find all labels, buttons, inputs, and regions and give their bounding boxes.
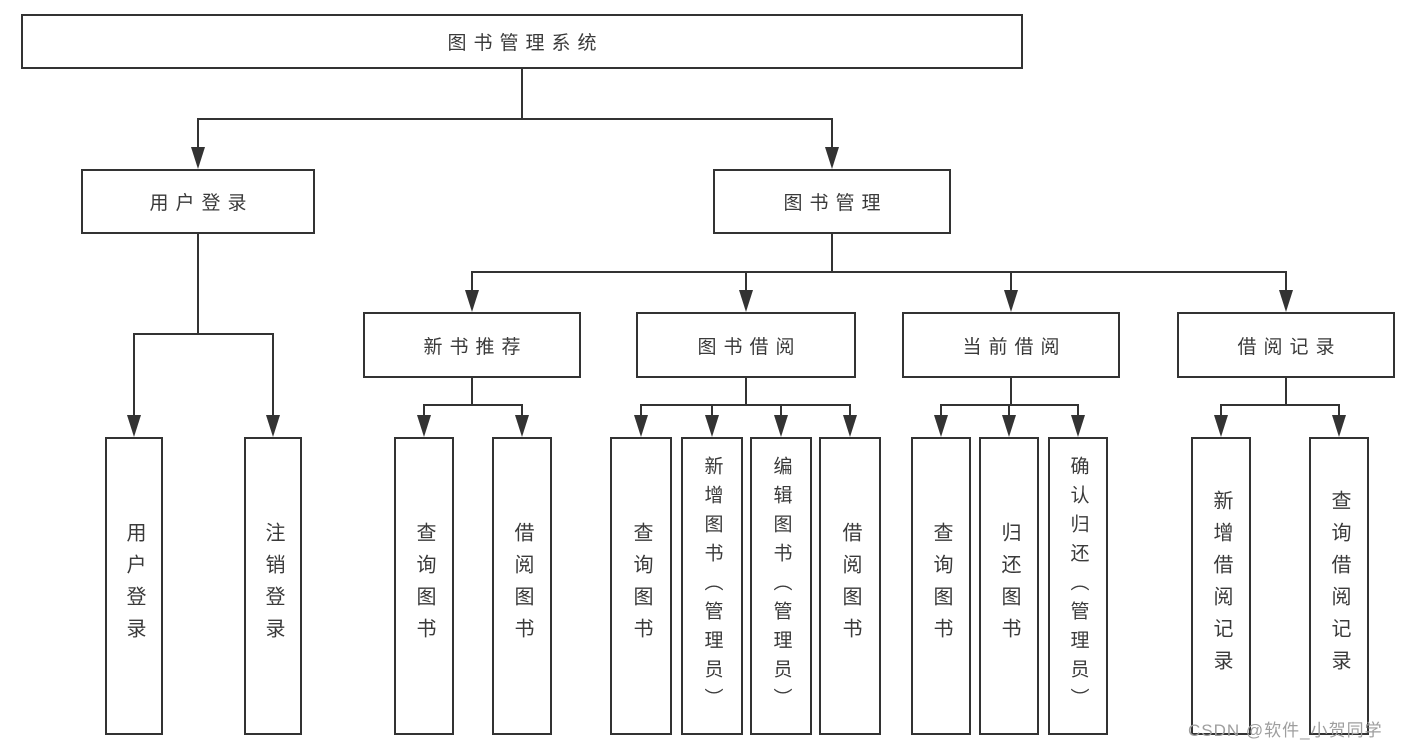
csdn-watermark: CSDN @软件_小贺同学 — [1188, 721, 1383, 740]
node-book-borrowing: 图书借阅 — [636, 312, 856, 378]
leaf-borrow-books-recommend: 借阅图书 — [492, 437, 552, 735]
leaf-logout: 注销登录 — [244, 437, 302, 735]
node-user-login: 用户登录 — [81, 169, 315, 234]
leaf-add-borrow-record: 新增借阅记录 — [1191, 437, 1251, 735]
leaf-query-borrow-record: 查询借阅记录 — [1309, 437, 1369, 735]
arrowheads — [127, 147, 1346, 437]
leaf-confirm-return-admin: 确认归还（管理员） — [1048, 437, 1108, 735]
leaf-user-login: 用户登录 — [105, 437, 163, 735]
node-book-management: 图书管理 — [713, 169, 951, 234]
leaf-query-books-current: 查询图书 — [911, 437, 971, 735]
leaf-query-books-borrowing: 查询图书 — [610, 437, 672, 735]
leaf-query-books-recommend: 查询图书 — [394, 437, 454, 735]
node-root-system: 图书管理系统 — [21, 14, 1023, 69]
leaf-add-book-admin: 新增图书（管理员） — [681, 437, 743, 735]
leaf-return-book: 归还图书 — [979, 437, 1039, 735]
leaf-edit-book-admin: 编辑图书（管理员） — [750, 437, 812, 735]
leaf-borrow-books: 借阅图书 — [819, 437, 881, 735]
node-new-book-recommendation: 新书推荐 — [363, 312, 581, 378]
node-borrowing-records: 借阅记录 — [1177, 312, 1395, 378]
node-current-borrowing: 当前借阅 — [902, 312, 1120, 378]
